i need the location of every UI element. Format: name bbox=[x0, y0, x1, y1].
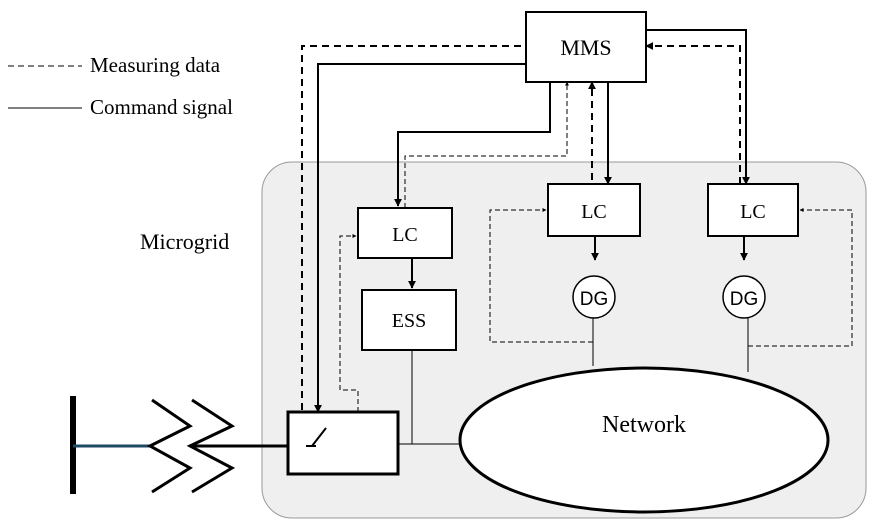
ess-label: ESS bbox=[392, 310, 426, 332]
lc-label-right: LC bbox=[740, 201, 766, 223]
lc-box-right bbox=[707, 183, 799, 237]
legend-command-label: Command signal bbox=[90, 95, 233, 119]
network-label: Network bbox=[602, 412, 686, 438]
switch-box bbox=[286, 410, 400, 476]
legend-measuring-label: Measuring data bbox=[90, 53, 221, 77]
measure-lc-left-to-mms bbox=[404, 81, 569, 208]
dg-label-middle: DG bbox=[580, 289, 609, 310]
transmission-zigzag-1 bbox=[146, 398, 193, 494]
measure-switch-to-lc-left bbox=[339, 234, 359, 412]
lc-box-middle bbox=[547, 183, 641, 237]
lc-box-left bbox=[357, 207, 453, 259]
microgrid-label: Microgrid bbox=[140, 229, 229, 254]
mms-label: MMS bbox=[560, 35, 611, 60]
switch-blade bbox=[311, 427, 327, 447]
dg-circle-right bbox=[722, 275, 766, 319]
dg-circle-middle bbox=[572, 275, 616, 319]
command-mms-to-switch bbox=[314, 63, 526, 413]
command-mms-to-lc-right bbox=[646, 29, 750, 185]
measure-lc-right-to-mms bbox=[645, 42, 741, 184]
lc-label-left: LC bbox=[392, 224, 418, 246]
dg-label-right: DG bbox=[730, 289, 759, 310]
measure-right-loop bbox=[748, 208, 853, 347]
mms-box bbox=[525, 11, 647, 83]
ess-box bbox=[361, 289, 457, 351]
measure-mid-loop bbox=[489, 208, 593, 343]
command-mms-to-lc-left bbox=[394, 82, 551, 207]
measure-switch-to-mms bbox=[301, 45, 526, 410]
network-ellipse bbox=[458, 366, 830, 514]
lc-label-middle: LC bbox=[581, 201, 607, 223]
